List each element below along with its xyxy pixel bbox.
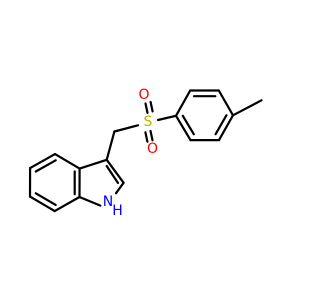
- bond: [181, 114, 195, 136]
- bond: [231, 99, 263, 117]
- bond: [149, 129, 154, 142]
- bond: [174, 89, 192, 117]
- bond: [34, 192, 57, 206]
- bond: [105, 158, 125, 184]
- bond: [34, 159, 57, 173]
- bond: [78, 195, 102, 207]
- bond: [174, 114, 192, 142]
- sulfur-atom-label: S: [144, 114, 153, 130]
- oxygen-top-atom-label: O: [138, 87, 149, 103]
- bond: [53, 195, 81, 213]
- bond: [214, 114, 228, 136]
- molecule-diagram: S O O N H: [28, 87, 263, 219]
- bond: [114, 181, 125, 195]
- molecule-structure: S O O N H: [28, 87, 263, 219]
- bond: [217, 114, 235, 142]
- bond: [28, 195, 56, 213]
- bond: [156, 114, 178, 122]
- nitrogen-hydrogen-label: H: [112, 203, 123, 219]
- bond: [105, 130, 116, 161]
- nitrogen-atom-label: N: [103, 194, 113, 210]
- bond: [149, 100, 154, 113]
- oxygen-bottom-atom-label: O: [147, 141, 158, 157]
- bond: [217, 89, 235, 117]
- bond: [105, 164, 120, 185]
- bond: [113, 124, 140, 133]
- bond: [53, 153, 81, 170]
- bond: [29, 153, 57, 170]
- bond: [144, 131, 149, 143]
- bond: [144, 102, 149, 115]
- bond: [78, 158, 108, 170]
